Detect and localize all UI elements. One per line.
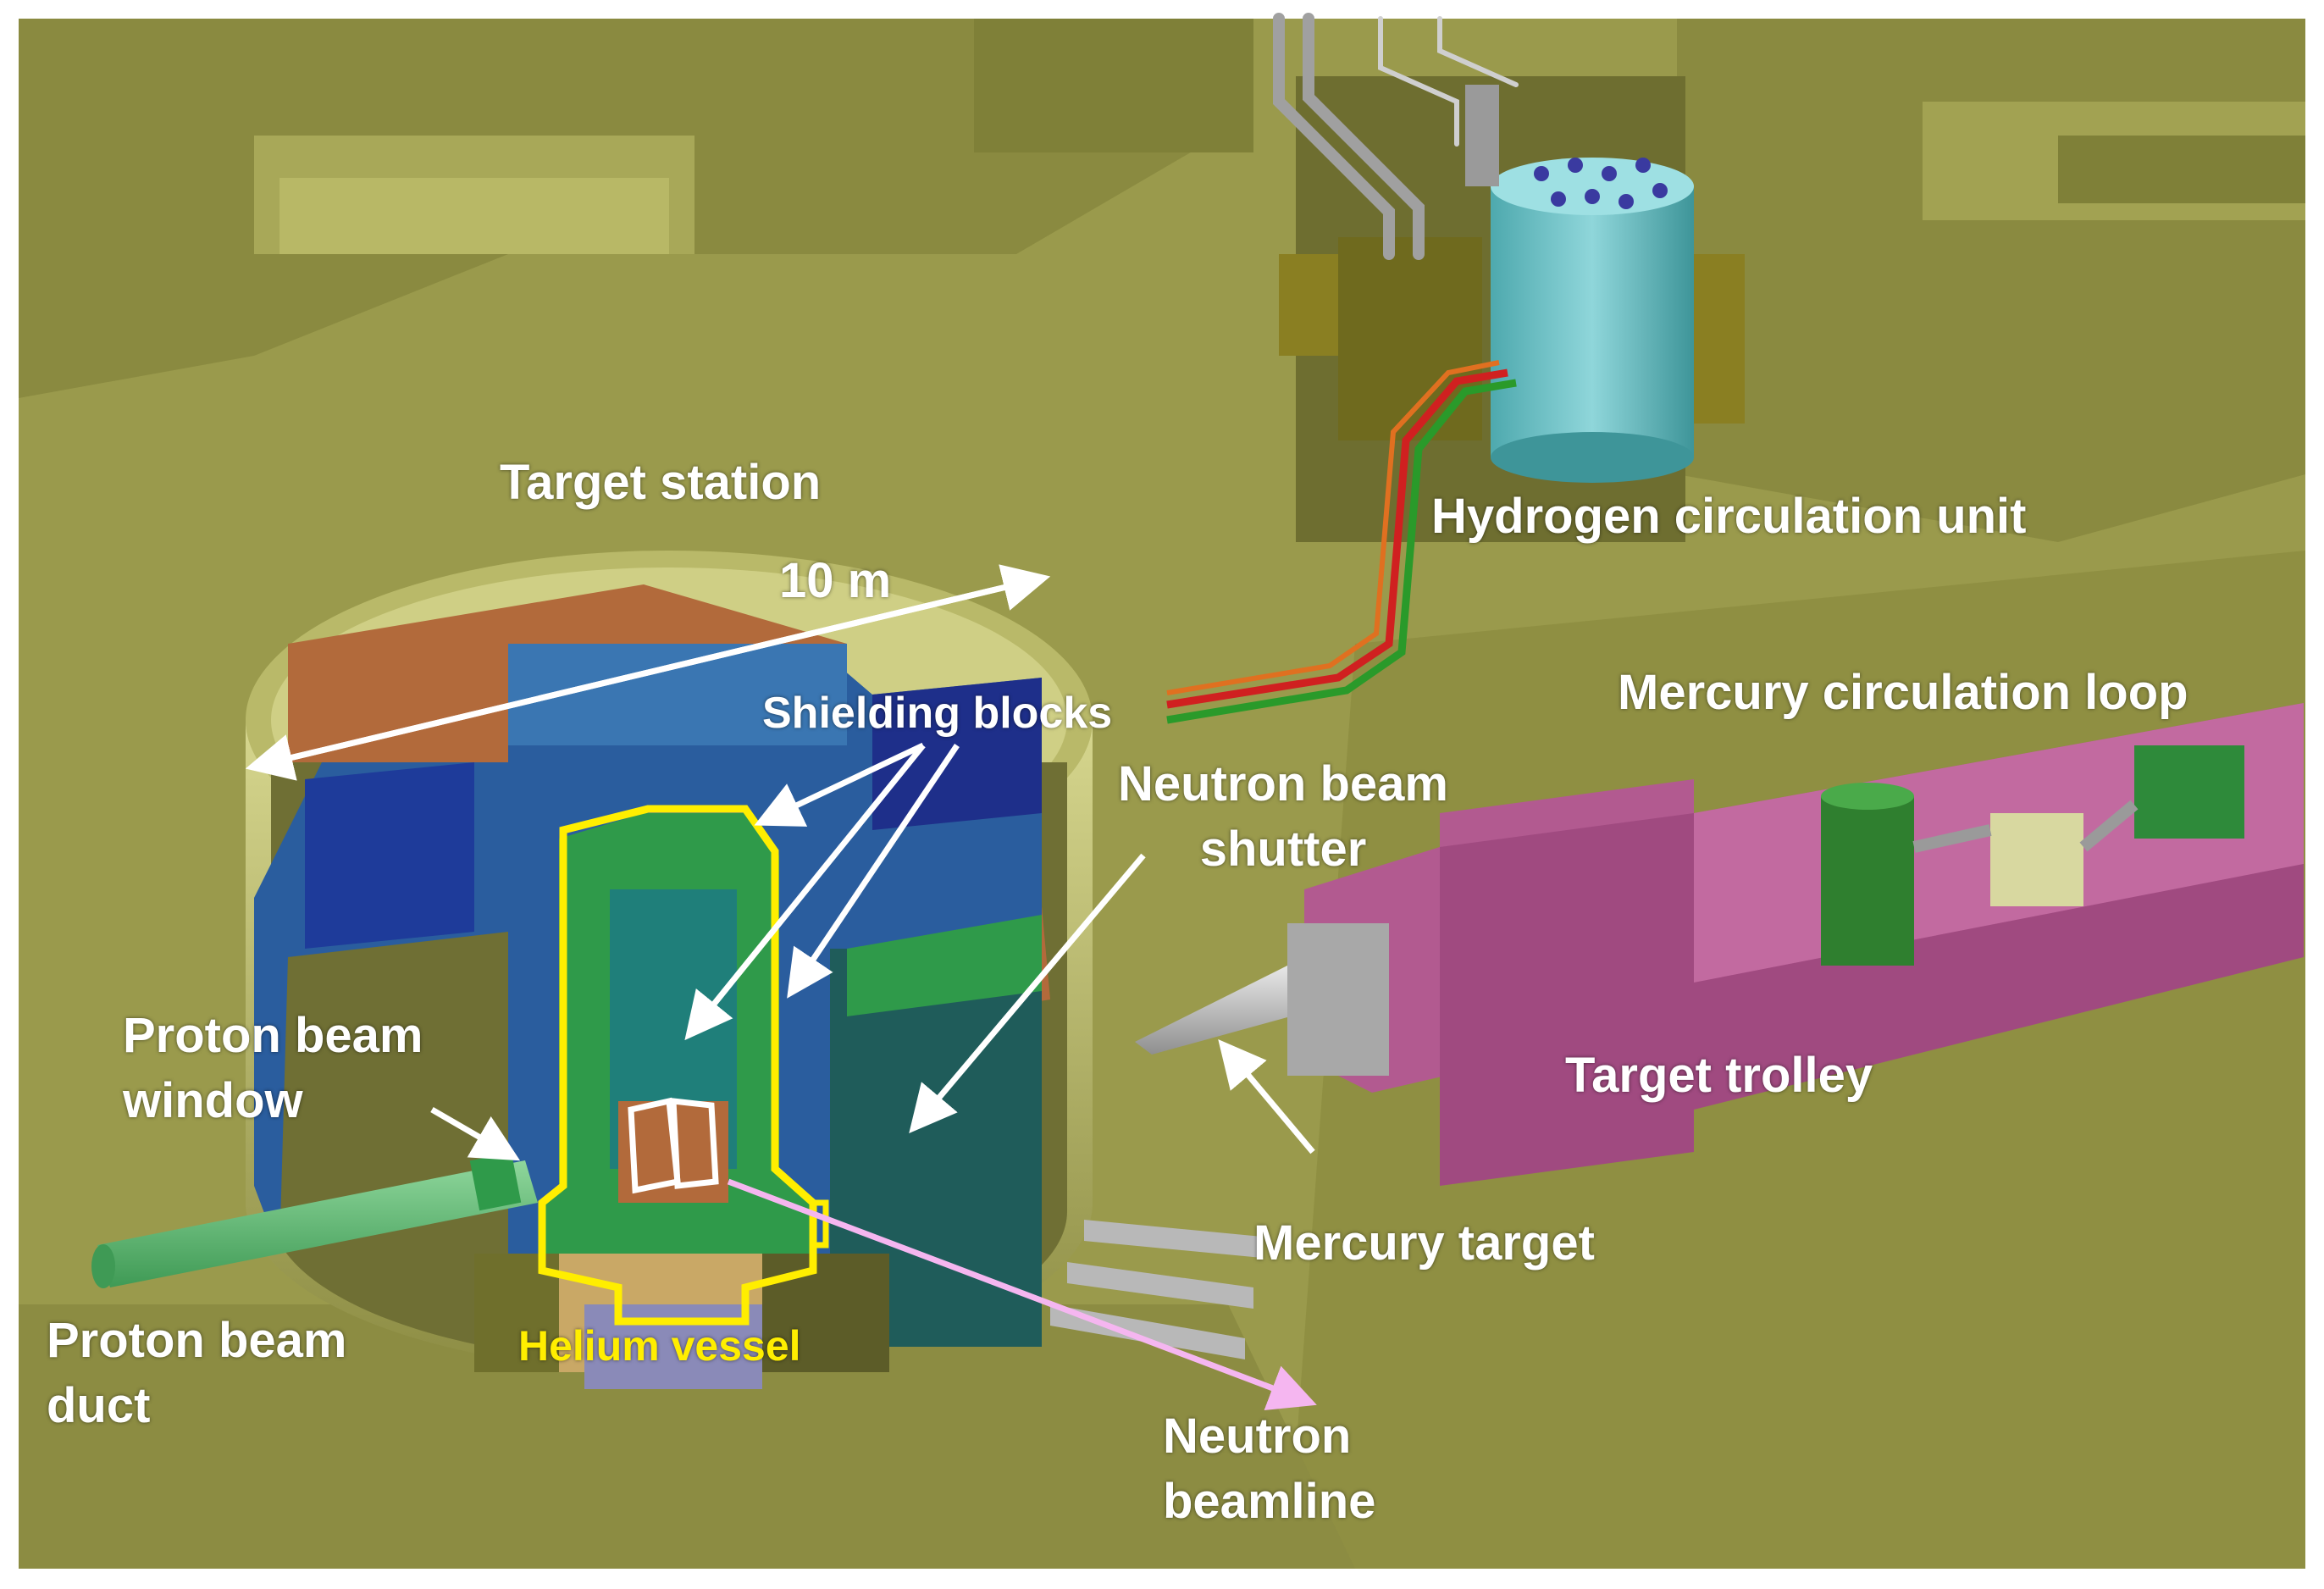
shutter-arrow [909,853,1146,1134]
label-neutron-beam-shutter: Neutron beam shutter [1118,756,1448,877]
transfer-lines [1166,360,1517,724]
shielding-top [508,644,847,745]
mercury-heat-exchanger [2134,745,2244,839]
wall-block-3 [974,19,1253,152]
mercury-pump-housing [1990,813,2083,906]
mercury-target-cone [1135,966,1321,1055]
label-helium-vessel: Helium vessel [518,1322,801,1370]
shielding-dark-left [305,762,474,949]
mercury-target-arrow [1218,1038,1315,1154]
base-left [474,1254,559,1372]
label-neutron-beamline: Neutron beamline [1163,1409,1376,1529]
hydrogen-tank [1491,186,1694,457]
wall-block-5 [2058,136,2305,203]
wall-block-2 [279,178,669,254]
duct-window-flange [469,1152,522,1211]
label-target-station: Target station [500,455,822,510]
window-arrow [430,1106,521,1161]
label-target-trolley: Target trolley [1565,1048,1873,1103]
label-proton-beam-window: Proton beam window [123,1008,423,1128]
mercury-tank-lid [1821,783,1914,810]
target-flange [1287,923,1389,1076]
hydrogen-tank-bottom [1491,432,1694,483]
label-hydrogen-circulation-unit: Hydrogen circulation unit [1431,489,2027,544]
target-box-outline-2 [670,1098,719,1189]
label-mercury-circulation-loop: Mercury circulation loop [1618,665,2188,720]
shielding-arrow-1 [754,742,925,827]
helium-vessel-nozzle [810,1199,829,1248]
label-mercury-target: Mercury target [1253,1215,1595,1271]
shutter-block [830,949,1042,1347]
label-proton-beam-duct: Proton beam duct [47,1313,347,1433]
shielding-dark-right [872,678,1042,830]
tank-bolts [1534,158,1668,209]
trolley-front-block [1440,813,1694,1186]
hydrogen-valve-box [1338,237,1482,440]
mercury-pipes [1912,800,2139,853]
floor-left [19,1304,1355,1569]
neutron-beamline-arrow [727,1178,1317,1411]
hydrogen-pipes [1273,13,1519,260]
dimension-arrow-right [253,564,1051,770]
proton-beam-duct [97,1160,538,1287]
green-ring [847,915,1042,1016]
trolley-side [1694,864,2304,1110]
base-right [762,1254,889,1372]
hydrogen-side-unit [1694,254,1745,424]
mercury-tank [1821,796,1914,966]
label-dimension: 10 m [779,553,892,608]
hydrogen-riser [1465,85,1499,186]
annotation-arrows [245,564,1315,1161]
right-wall [1677,19,2305,542]
label-shielding-blocks: Shielding blocks [762,689,1113,738]
duct-flange [91,1244,115,1288]
hydrogen-pump [1279,254,1338,356]
shielding-arrow-3 [787,744,960,999]
beam-tubes [1050,1220,1262,1359]
shielding-arrow-2 [684,743,926,1041]
